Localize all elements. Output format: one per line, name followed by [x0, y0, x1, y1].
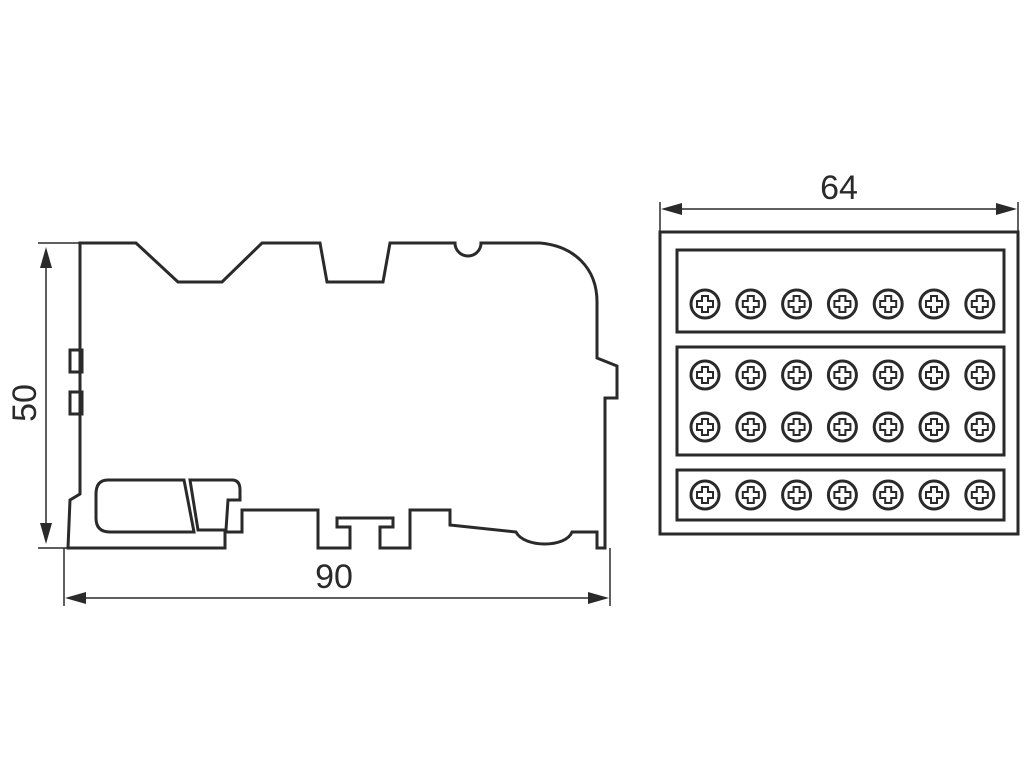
- screw-icon: [872, 411, 904, 443]
- screw-icon: [735, 411, 767, 443]
- dimension-front-width: 64: [659, 169, 1019, 232]
- screw-icon: [735, 359, 767, 391]
- dimension-front-width-label: 64: [820, 169, 858, 207]
- screw-icon: [918, 288, 950, 320]
- arrow-left-icon: [661, 203, 682, 215]
- screw-icon: [689, 411, 721, 443]
- screw-icon: [964, 479, 996, 511]
- screw-icon: [872, 359, 904, 391]
- front-view-outer-frame: [658, 230, 1020, 536]
- screw-icon: [872, 288, 904, 320]
- terminal-group-bottom: [675, 468, 1006, 522]
- side-clip-upper: [68, 348, 84, 374]
- screw-icon: [918, 359, 950, 391]
- din-latch-tab: [188, 478, 242, 532]
- side-view-body-outline: [66, 241, 619, 550]
- arrow-up-icon: [40, 247, 52, 268]
- dimension-width-label: 90: [315, 558, 353, 596]
- screw-icon: [826, 288, 858, 320]
- terminal-group-top: [675, 248, 1006, 334]
- dimension-height: 50: [6, 242, 80, 549]
- screw-icon: [918, 411, 950, 443]
- screw-icon: [689, 288, 721, 320]
- screw-icon: [781, 479, 813, 511]
- dimension-width: 90: [63, 548, 611, 606]
- side-view: [66, 241, 619, 550]
- arrow-right-icon: [996, 203, 1017, 215]
- screw-icon: [826, 411, 858, 443]
- din-latch: [94, 478, 196, 534]
- screw-icon: [781, 359, 813, 391]
- screw-icon: [735, 288, 767, 320]
- dimension-height-label: 50: [6, 384, 44, 422]
- screw-icon: [781, 411, 813, 443]
- screw-icon: [781, 288, 813, 320]
- screw-icon: [689, 359, 721, 391]
- screw-icon: [918, 479, 950, 511]
- side-clip-lower: [68, 390, 84, 416]
- terminal-group-middle: [675, 345, 1006, 457]
- screw-icon: [964, 411, 996, 443]
- front-view: [658, 230, 1020, 536]
- screw-icon: [872, 479, 904, 511]
- screw-icon: [826, 479, 858, 511]
- screw-icon: [735, 479, 767, 511]
- arrow-down-icon: [40, 523, 52, 544]
- screw-icon: [826, 359, 858, 391]
- arrow-right-icon: [588, 592, 609, 604]
- screw-terminals: [689, 288, 996, 511]
- screw-icon: [964, 359, 996, 391]
- screw-icon: [964, 288, 996, 320]
- screw-icon: [689, 479, 721, 511]
- arrow-left-icon: [65, 592, 86, 604]
